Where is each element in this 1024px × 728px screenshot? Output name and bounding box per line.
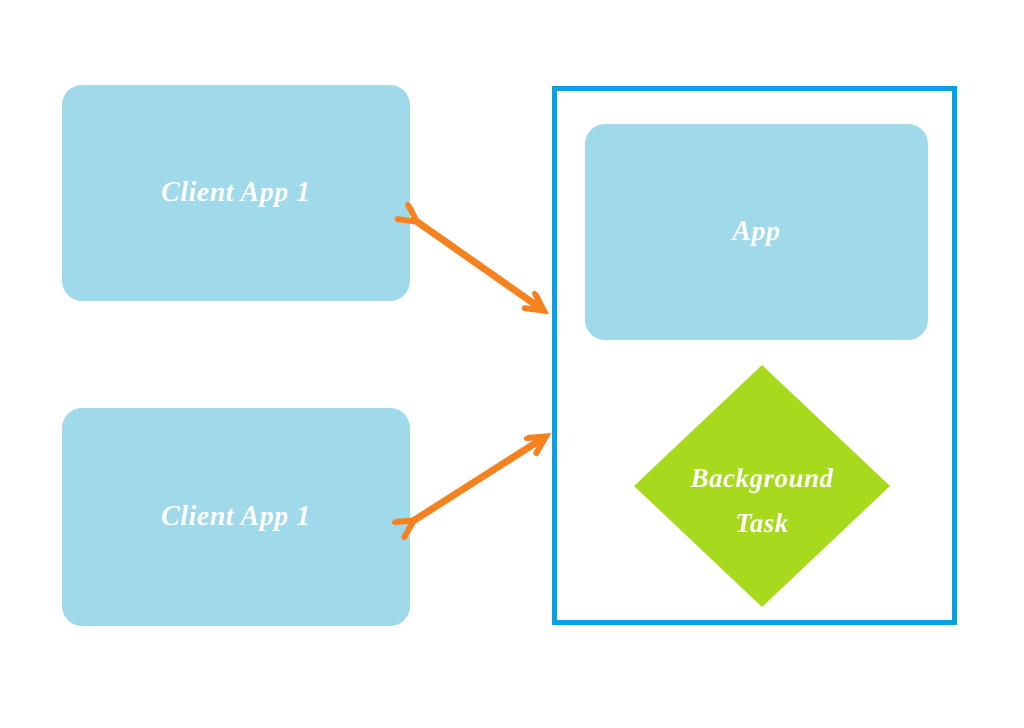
double-arrow-bottom — [413, 437, 545, 521]
node-client-app-top-label: Client App 1 — [161, 177, 311, 208]
background-task-label-line1: Background — [690, 463, 834, 493]
node-background-task-label: Background Task — [634, 380, 890, 622]
node-app-label: App — [732, 216, 781, 247]
background-task-label-line2: Task — [735, 508, 789, 538]
node-app: App — [585, 124, 928, 340]
double-arrow-top — [416, 221, 543, 310]
server-container-box: App Background Task — [552, 86, 957, 625]
node-client-app-top: Client App 1 — [62, 85, 410, 301]
node-client-app-bottom: Client App 1 — [62, 408, 410, 626]
node-client-app-bottom-label: Client App 1 — [161, 501, 311, 532]
node-background-task: Background Task — [634, 365, 890, 607]
